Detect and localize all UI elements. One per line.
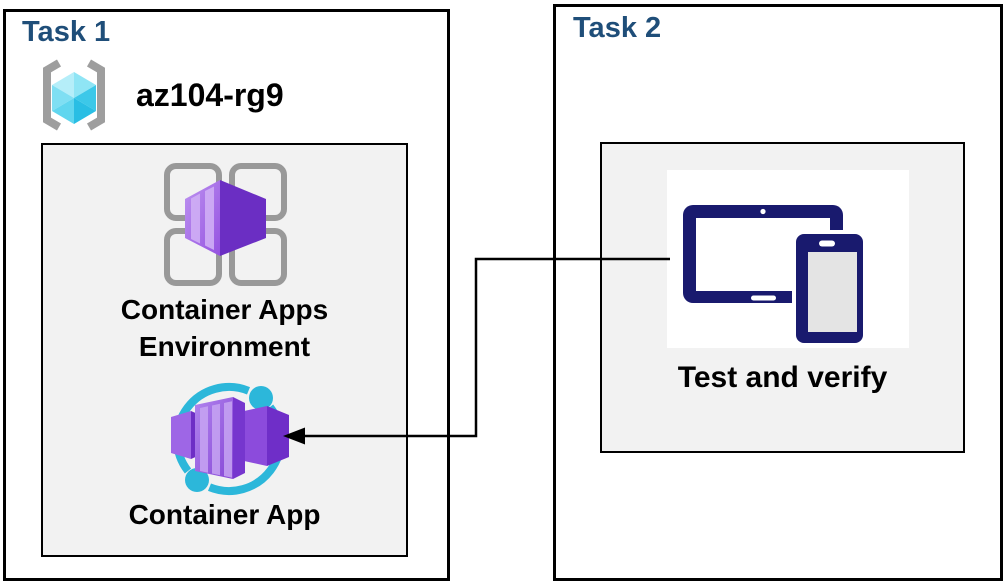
resource-group-icon xyxy=(43,59,105,131)
resource-group-name: az104-rg9 xyxy=(136,76,284,113)
task2-inner-panel: Test and verify xyxy=(600,142,965,453)
container-app-icon xyxy=(171,383,289,495)
task1-box: Task 1 az104-rg9 xyxy=(3,9,450,581)
task1-inner-panel: Container Apps Environment xyxy=(41,143,408,557)
container-apps-environment-label-line1: Container Apps xyxy=(120,294,329,325)
container-app-label: Container App xyxy=(128,499,321,530)
test-and-verify-label: Test and verify xyxy=(677,361,888,394)
resource-group-row: az104-rg9 xyxy=(28,56,284,134)
container-apps-environment-label: Container Apps Environment xyxy=(43,291,406,365)
container-apps-environment-icon xyxy=(164,163,287,286)
container-apps-environment-label-line2: Environment xyxy=(138,331,311,362)
task2-box: Task 2 Test and verify xyxy=(553,4,1003,581)
devices-icon xyxy=(683,205,867,347)
task2-title: Task 2 xyxy=(573,12,662,44)
task1-title: Task 1 xyxy=(22,16,111,48)
devices-icon-plate xyxy=(667,170,909,348)
